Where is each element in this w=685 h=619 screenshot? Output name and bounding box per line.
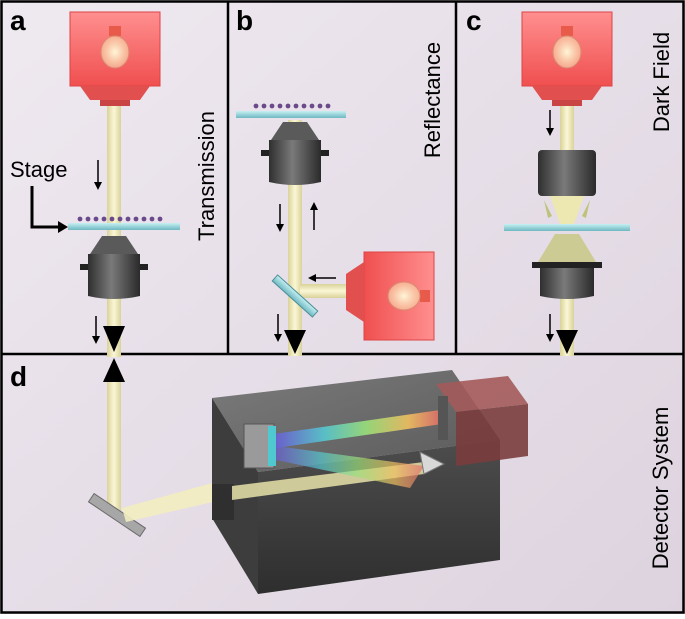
fold-mirror [87, 492, 147, 538]
panel-title-reflectance: Reflectance [420, 42, 445, 158]
detector-array [438, 396, 448, 440]
panel-letter-d: d [10, 361, 27, 392]
beamsplitter-mirror [271, 274, 319, 318]
objective-lens [261, 122, 329, 185]
spectrometer-optics [232, 396, 448, 500]
darkfield-condenser [538, 150, 596, 224]
panel-letter-b: b [236, 5, 253, 36]
panel-d: d Detector System [10, 358, 673, 594]
panel-a: Stage a Transmission [10, 5, 219, 357]
panel-title-transmission: Transmission [194, 111, 219, 241]
panel-b: b Reflectance [236, 5, 445, 356]
focusing-mirror [419, 451, 446, 475]
dispersed-spectrum [274, 410, 442, 448]
output-arrow-down [274, 314, 306, 354]
lamp-housing [346, 251, 435, 341]
glass-slide [68, 223, 180, 230]
beam-direction-arrow [546, 110, 554, 136]
output-arrow-down [546, 314, 578, 354]
glass-slide [236, 111, 346, 118]
light-beam-horizontal [300, 284, 352, 298]
lamp-housing [69, 11, 161, 106]
beam-direction-arrow [94, 160, 102, 190]
glass-slide [504, 224, 630, 231]
light-beam-to-detector [122, 478, 230, 522]
objective-lens [532, 234, 602, 299]
panel-title-dark-field: Dark Field [649, 32, 674, 132]
sample-particles [77, 216, 163, 222]
stage-label: Stage [10, 157, 68, 182]
panel-c: c Dark Field [466, 5, 674, 356]
light-beam-upper [560, 95, 574, 153]
stage-bracket [30, 186, 60, 229]
light-beam-input [107, 376, 121, 514]
panel-letter-a: a [10, 5, 26, 36]
camera-block [436, 376, 528, 466]
objective-lens [80, 236, 148, 299]
panel-title-detector-system: Detector System [648, 407, 673, 570]
lamp-housing [521, 11, 613, 106]
panel-letter-c: c [466, 5, 482, 36]
sample-particles [253, 103, 331, 109]
input-arrow-up [103, 358, 125, 382]
output-arrow-down [92, 316, 125, 352]
diffraction-grating [268, 426, 276, 466]
